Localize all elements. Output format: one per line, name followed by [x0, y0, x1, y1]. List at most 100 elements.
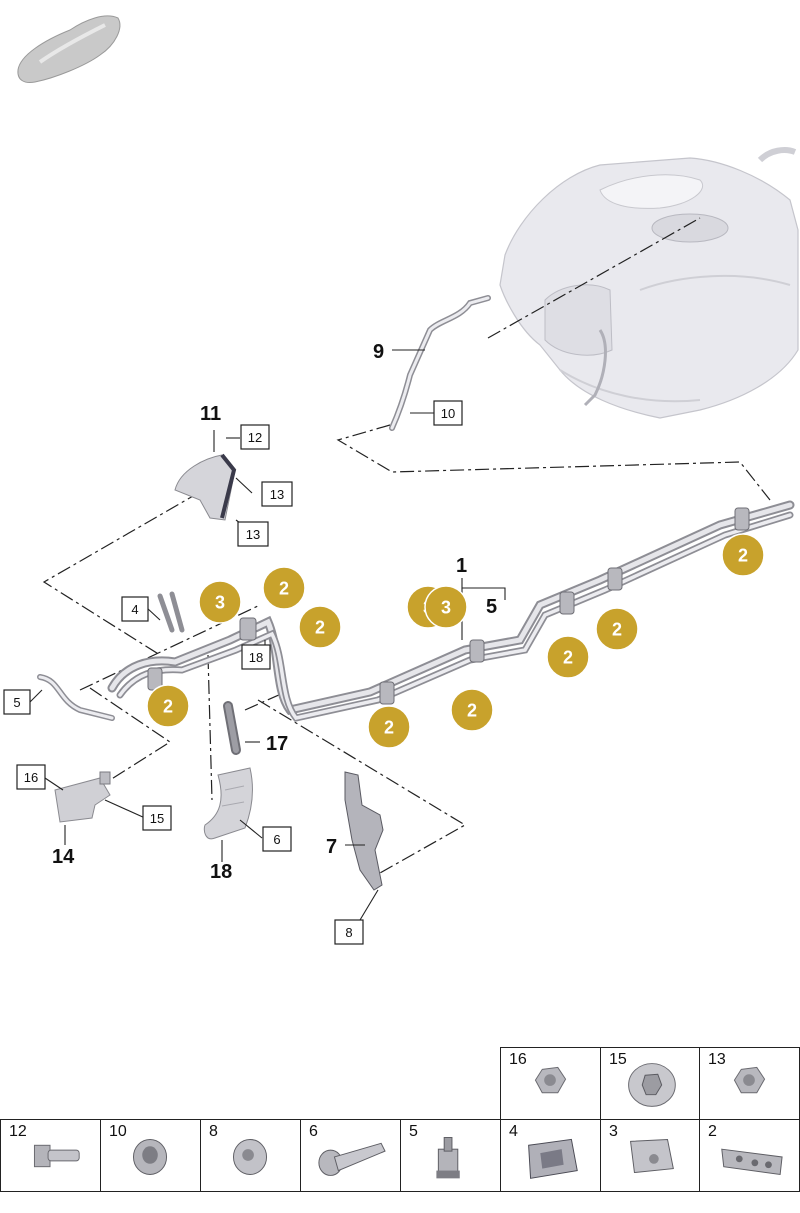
badge-circle [424, 585, 468, 629]
badge-number: 2 [163, 697, 173, 717]
nut-icon [534, 1066, 567, 1094]
parts-cell-number: 12 [9, 1123, 27, 1140]
boxed-callout-6: 6 [262, 826, 292, 852]
svg-text:10: 10 [441, 406, 455, 421]
parts-cell-number: 10 [109, 1123, 127, 1140]
bracket-11-illustration [174, 453, 237, 521]
svg-text:13: 13 [246, 527, 260, 542]
badge-circle [262, 566, 306, 610]
svg-text:8: 8 [345, 925, 352, 940]
badge-circle [546, 635, 590, 679]
badge-number: 2 [563, 648, 573, 668]
badge-holder-10: 3 [424, 585, 468, 629]
parts-cell-number: 8 [209, 1123, 218, 1140]
parts-cell-16[interactable]: 16 [500, 1047, 601, 1120]
callout-14: 14 [52, 846, 75, 868]
bolt-icon [33, 1144, 80, 1168]
line-clip-icon [721, 1148, 783, 1176]
svg-text:16: 16 [24, 770, 38, 785]
boxed-callout-5: 5 [3, 689, 31, 715]
svg-text:5: 5 [13, 695, 20, 710]
flange-nut-icon [628, 1063, 676, 1107]
badge-number: 2 [738, 546, 748, 566]
spring-clip-icon [528, 1138, 578, 1179]
svg-text:15: 15 [150, 811, 164, 826]
parts-cell-5[interactable]: 5 [400, 1119, 501, 1192]
badge-clip-4: 2 [450, 688, 494, 732]
leader-lines [42, 217, 771, 874]
collar-nut-icon [232, 1138, 268, 1175]
bracket-14-illustration [54, 771, 111, 823]
badge-circle [450, 688, 494, 732]
svg-text:18: 18 [249, 650, 263, 665]
parts-cell-number: 2 [708, 1123, 717, 1140]
nut-icon [733, 1066, 766, 1094]
callout-7: 7 [326, 836, 337, 858]
svg-text:6: 6 [273, 832, 280, 847]
line-clips [147, 507, 750, 705]
boxed-callout-13-lower: 13 [237, 521, 269, 547]
badge-circle [595, 607, 639, 651]
svg-text:12: 12 [248, 430, 262, 445]
parts-cell-15[interactable]: 15 [600, 1047, 700, 1120]
callout-9: 9 [373, 341, 384, 363]
badge-number: 2 [467, 701, 477, 721]
badge-holder-8: 3 [198, 580, 242, 624]
boxed-callout-13-upper: 13 [261, 481, 293, 507]
parts-cell-4[interactable]: 4 [500, 1119, 601, 1192]
stud-bolt-icon [318, 1142, 386, 1176]
badge-circle [198, 580, 242, 624]
badge-clip-5: 2 [546, 635, 590, 679]
callout-11: 11 [200, 403, 221, 425]
badge-circle [721, 533, 765, 577]
boxed-callout-4: 4 [121, 596, 149, 622]
callout-1: 1 [456, 555, 467, 577]
parts-cell-10[interactable]: 10 [100, 1119, 201, 1192]
svg-text:13: 13 [270, 487, 284, 502]
parts-cell-number: 4 [509, 1123, 518, 1140]
badge-clip-0: 2 [262, 566, 306, 610]
parts-cell-2[interactable]: 2 [699, 1119, 800, 1192]
parts-cell-number: 16 [509, 1051, 527, 1068]
clip-icon [436, 1137, 460, 1179]
parts-cell-number: 13 [708, 1051, 726, 1068]
holder-icon [630, 1138, 674, 1174]
badge-circle [298, 605, 342, 649]
bracket-7-illustration [344, 771, 384, 891]
parts-cell-3[interactable]: 3 [600, 1119, 700, 1192]
parts-cell-13[interactable]: 13 [699, 1047, 800, 1120]
boxed-callout-8: 8 [334, 919, 364, 945]
badge-circle [367, 705, 411, 749]
badge-clip-6: 2 [595, 607, 639, 651]
boxed-callout-12: 12 [240, 424, 270, 450]
parts-cell-8[interactable]: 8 [200, 1119, 301, 1192]
parts-cell-number: 3 [609, 1123, 618, 1140]
boxed-callout-15: 15 [142, 805, 172, 831]
boxed-callout-18: 18 [241, 644, 271, 670]
boxed-callout-10: 10 [433, 400, 463, 426]
callout-5: 5 [486, 596, 497, 618]
gold-badges: 22222222333 [146, 533, 765, 749]
parts-cell-number: 6 [309, 1123, 318, 1140]
fuel-tank-illustration [499, 147, 799, 419]
badge-number: 2 [315, 618, 325, 638]
badge-number: 3 [215, 593, 225, 613]
boxed-callouts: 10 12 13 13 4 18 5 16 15 6 8 [3, 400, 463, 945]
parts-cell-6[interactable]: 6 [300, 1119, 401, 1192]
badge-number: 2 [612, 620, 622, 640]
badge-number: 2 [384, 718, 394, 738]
badge-clip-1: 2 [298, 605, 342, 649]
callout-18: 18 [210, 861, 232, 883]
badge-number: 3 [441, 598, 451, 618]
grommet-icon [132, 1138, 168, 1175]
heat-shield-18-illustration [203, 767, 253, 840]
parts-cell-12[interactable]: 12 [0, 1119, 101, 1192]
badge-clip-7: 2 [721, 533, 765, 577]
car-thumbnail-icon [17, 15, 121, 83]
svg-text:4: 4 [131, 602, 138, 617]
fuel-line-assembly [37, 295, 795, 722]
badge-clip-3: 2 [367, 705, 411, 749]
callout-17: 17 [266, 733, 288, 755]
